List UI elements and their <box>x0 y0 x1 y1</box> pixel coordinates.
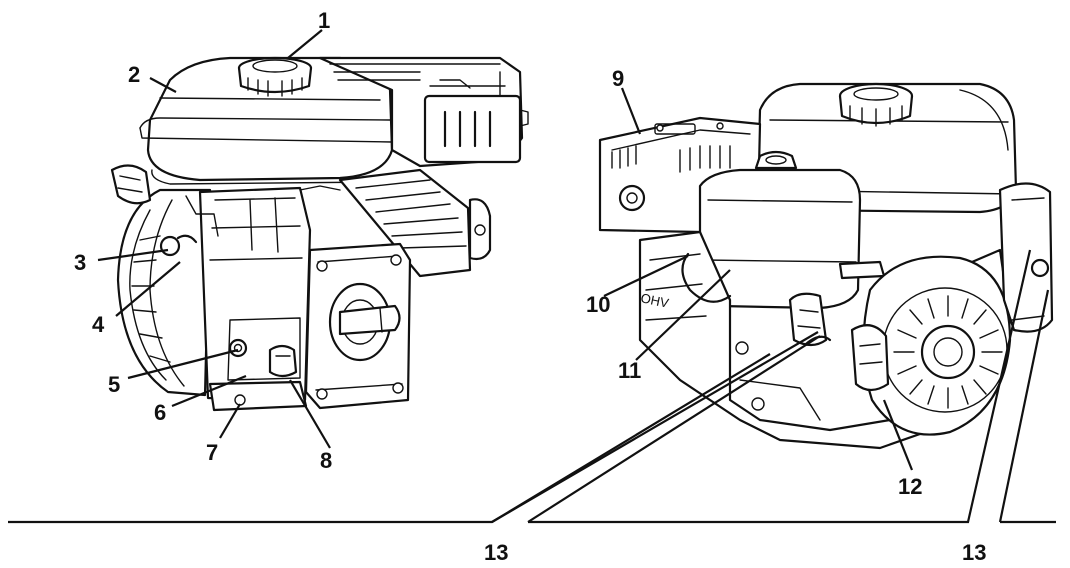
leader-13b-4 <box>998 289 1050 523</box>
air-filter-right <box>698 150 862 310</box>
starter-grille-right <box>893 295 1003 409</box>
callout-1: 1 <box>318 8 330 33</box>
callout-6: 6 <box>154 400 166 425</box>
callout-4: 4 <box>92 312 105 337</box>
leader-13b-1 <box>528 249 1032 524</box>
callout-11: 11 <box>618 358 641 383</box>
callout-3: 3 <box>74 250 86 275</box>
ohv-emblem: OHV <box>639 290 670 311</box>
leader-1 <box>287 29 323 59</box>
leader-2 <box>149 77 177 93</box>
leader-8 <box>289 379 331 449</box>
leader-4 <box>115 261 181 317</box>
pto-housing-left <box>304 242 412 410</box>
muffler-left <box>318 56 529 168</box>
callout-13-left: 13 <box>484 540 508 565</box>
callout-5: 5 <box>108 372 120 397</box>
callout-2: 2 <box>128 62 140 87</box>
recoil-starter-right <box>850 182 1054 436</box>
left-engine-drawing <box>110 56 529 412</box>
right-engine-drawing: OHV <box>598 82 1054 450</box>
leader-3 <box>97 248 169 262</box>
leader-5 <box>127 348 239 380</box>
callout-13-right: 13 <box>962 540 986 565</box>
callout-labels: 1 2 3 4 5 6 7 8 9 10 11 12 13 13 <box>74 8 986 565</box>
callout-7: 7 <box>206 440 218 465</box>
leader-13b-2 <box>527 335 821 523</box>
engine-block-left <box>198 186 312 412</box>
leader-6 <box>171 374 247 408</box>
leader-12 <box>882 399 914 471</box>
callout-9: 9 <box>612 66 624 91</box>
leader-9 <box>620 87 642 135</box>
fuel-cap-right <box>838 82 914 127</box>
fuel-cap-left <box>237 56 313 97</box>
leader-7 <box>219 403 241 439</box>
leader-lines <box>8 29 1056 524</box>
leader-10 <box>603 255 689 297</box>
leader-13a-2 <box>491 353 771 523</box>
leader-11 <box>635 269 731 361</box>
recoil-starter-left <box>110 164 212 397</box>
callout-12: 12 <box>898 474 922 499</box>
cylinder-fins-left <box>338 168 492 278</box>
callout-8: 8 <box>320 448 332 473</box>
callout-10: 10 <box>586 292 610 317</box>
